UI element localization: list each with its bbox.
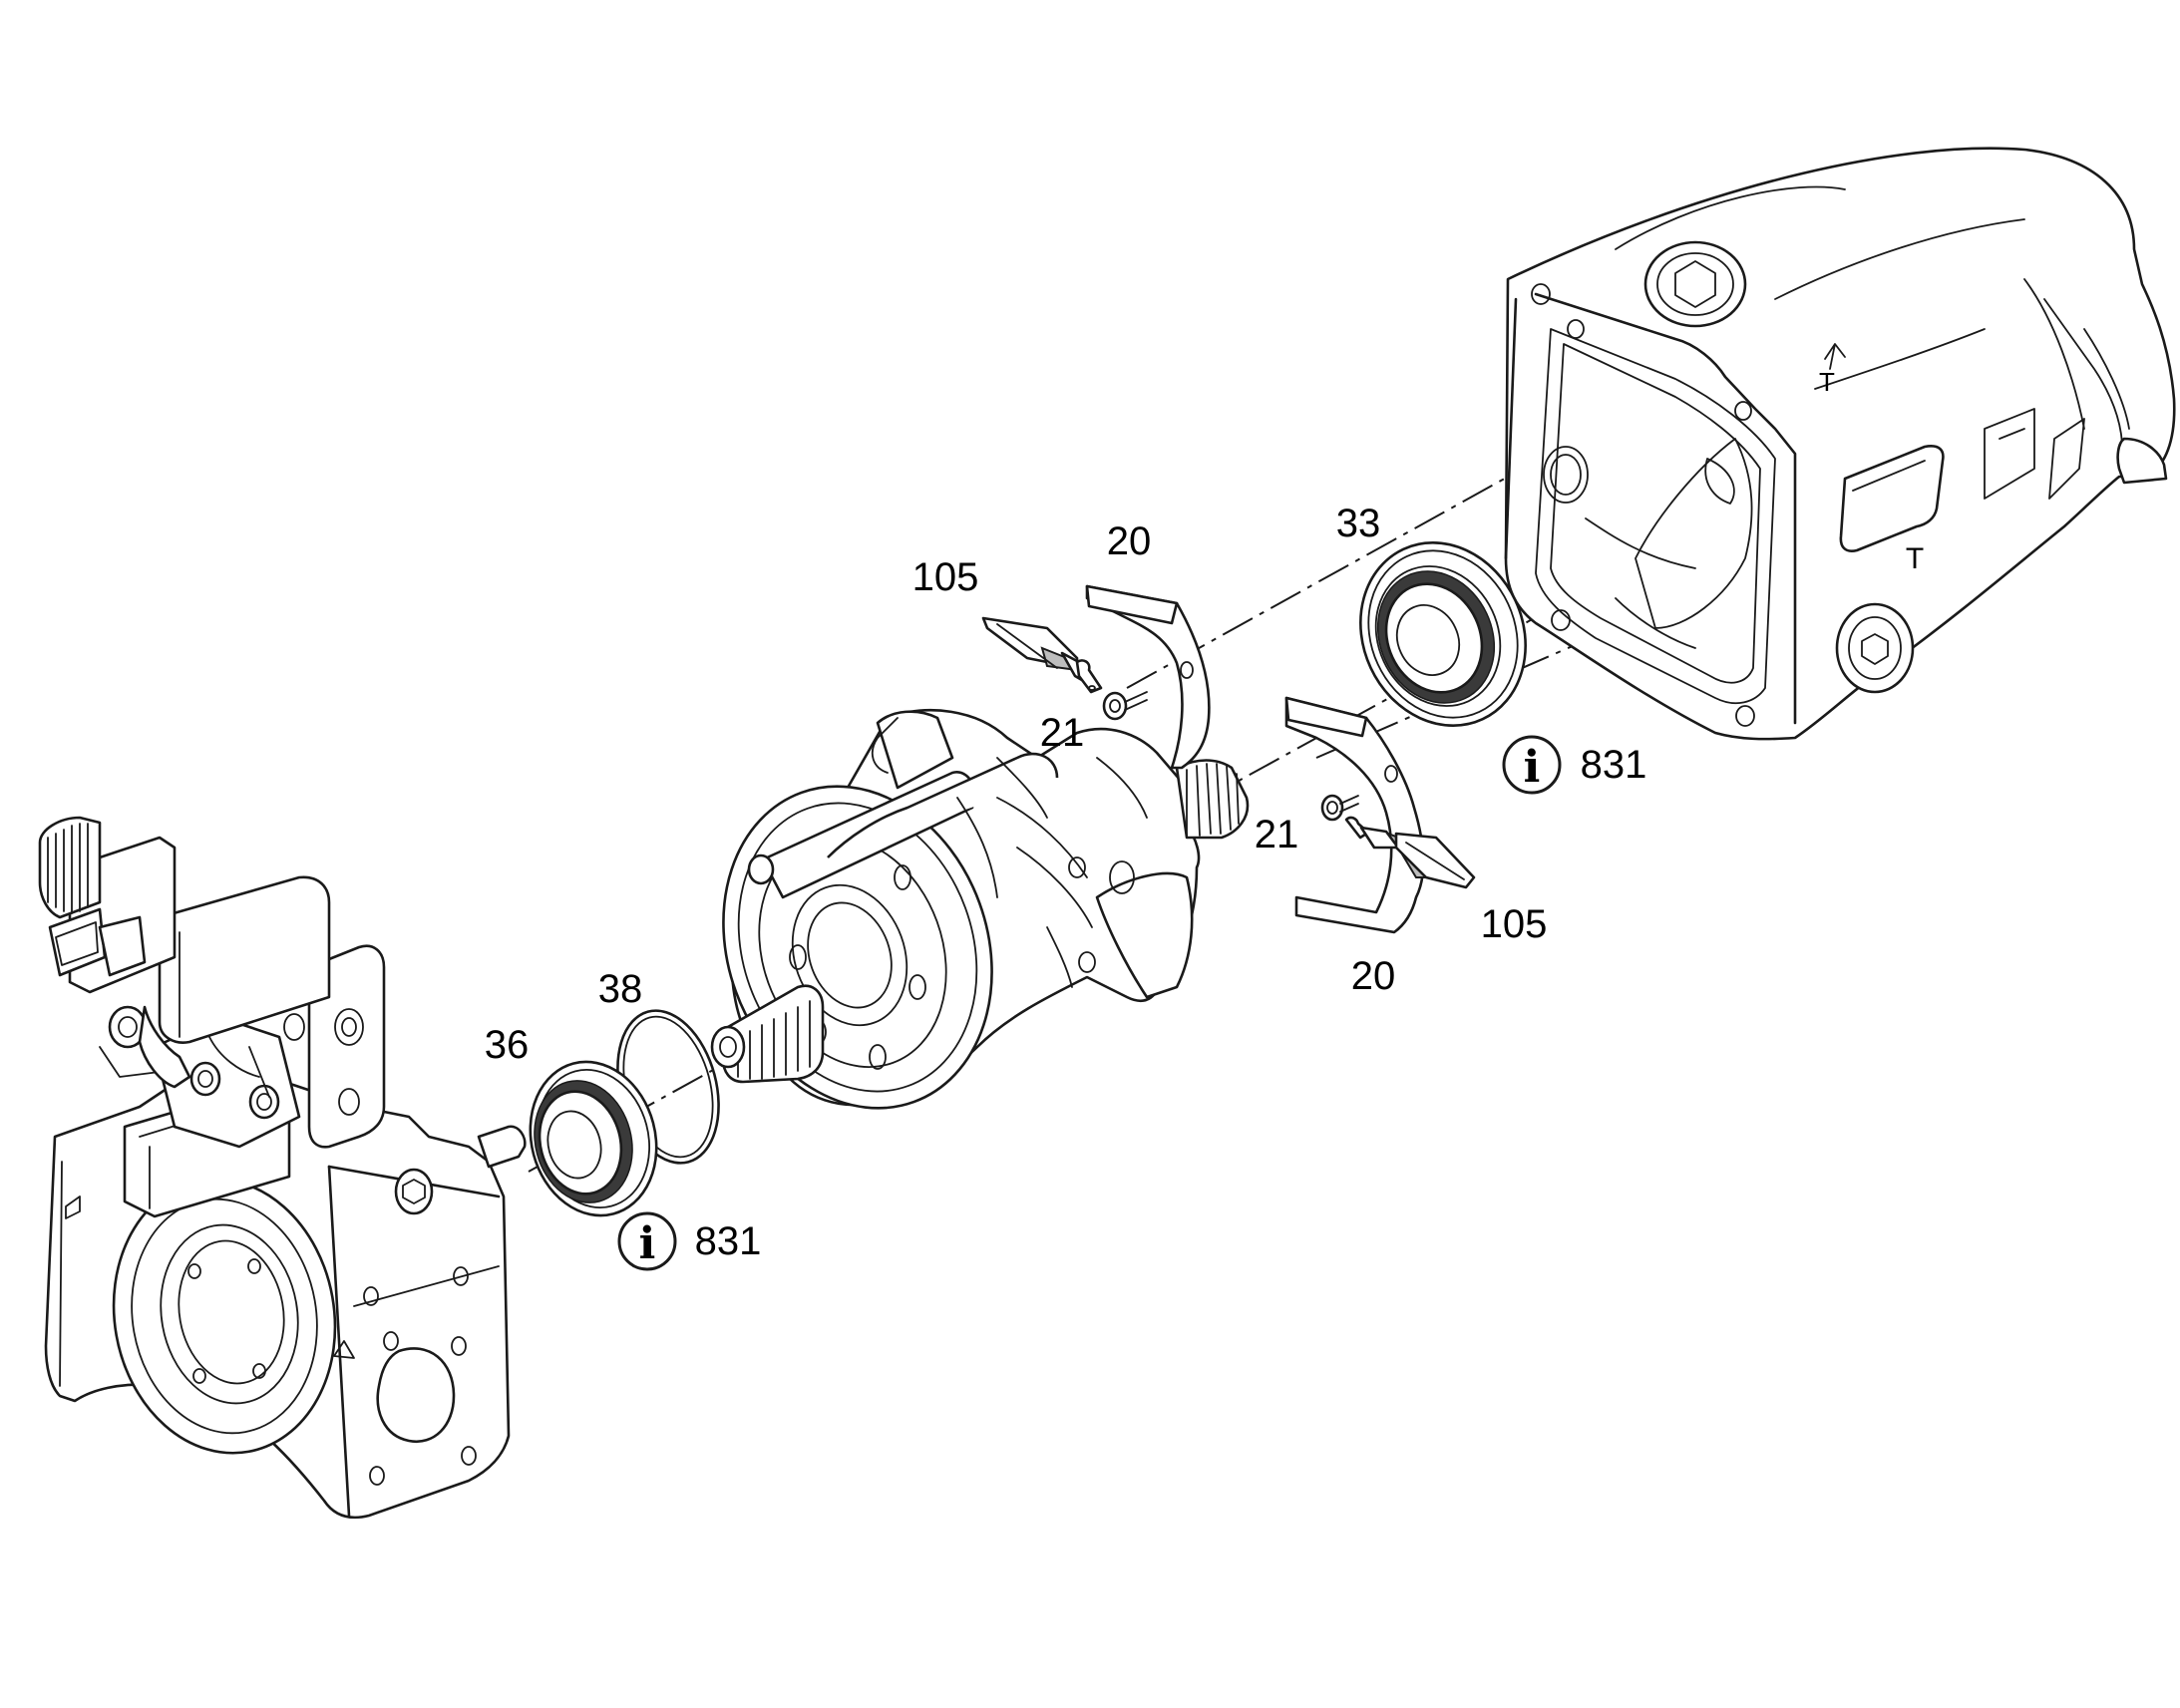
callout-105-top: 105	[912, 555, 979, 599]
callout-labels: 105 20 33 21 21 105 20 38 36	[485, 502, 1548, 1067]
port-plate-housing-left	[38, 816, 527, 1520]
info-note-number-left: 831	[695, 1219, 762, 1263]
info-note-number-right: 831	[1581, 743, 1647, 787]
bearing-33	[1359, 541, 1527, 727]
info-note-left: i 831	[617, 1211, 762, 1271]
housing-arrow-letter: T	[1819, 367, 1835, 397]
info-icon	[1502, 735, 1562, 795]
info-icon-glyph: i	[1524, 742, 1541, 793]
callout-38: 38	[598, 967, 643, 1011]
callout-21-bottom: 21	[1255, 813, 1299, 856]
info-icon-glyph: i	[639, 1218, 656, 1269]
callout-21-top: 21	[1040, 711, 1085, 755]
callout-33: 33	[1336, 502, 1381, 545]
callout-20-bottom: 20	[1351, 954, 1396, 998]
callout-105-bottom: 105	[1481, 902, 1548, 946]
pump-housing-right: T T	[1504, 147, 2176, 741]
callout-36: 36	[485, 1023, 530, 1067]
callout-20-top: 20	[1107, 519, 1152, 563]
screw-21-top	[1102, 691, 1148, 721]
screw-21-bottom	[1320, 794, 1359, 822]
thread-lock-tube-105-top	[981, 616, 1103, 694]
bearing-shell-20-top	[1085, 584, 1211, 770]
housing-face-letter: T	[1906, 542, 1924, 575]
bearing-36	[529, 1060, 658, 1217]
info-note-right: i 831	[1502, 735, 1647, 795]
rotary-group	[710, 708, 1250, 1110]
bearing-shell-20-bottom	[1284, 696, 1425, 934]
thread-lock-tube-105-bottom	[1344, 816, 1476, 889]
info-icon	[617, 1211, 677, 1271]
